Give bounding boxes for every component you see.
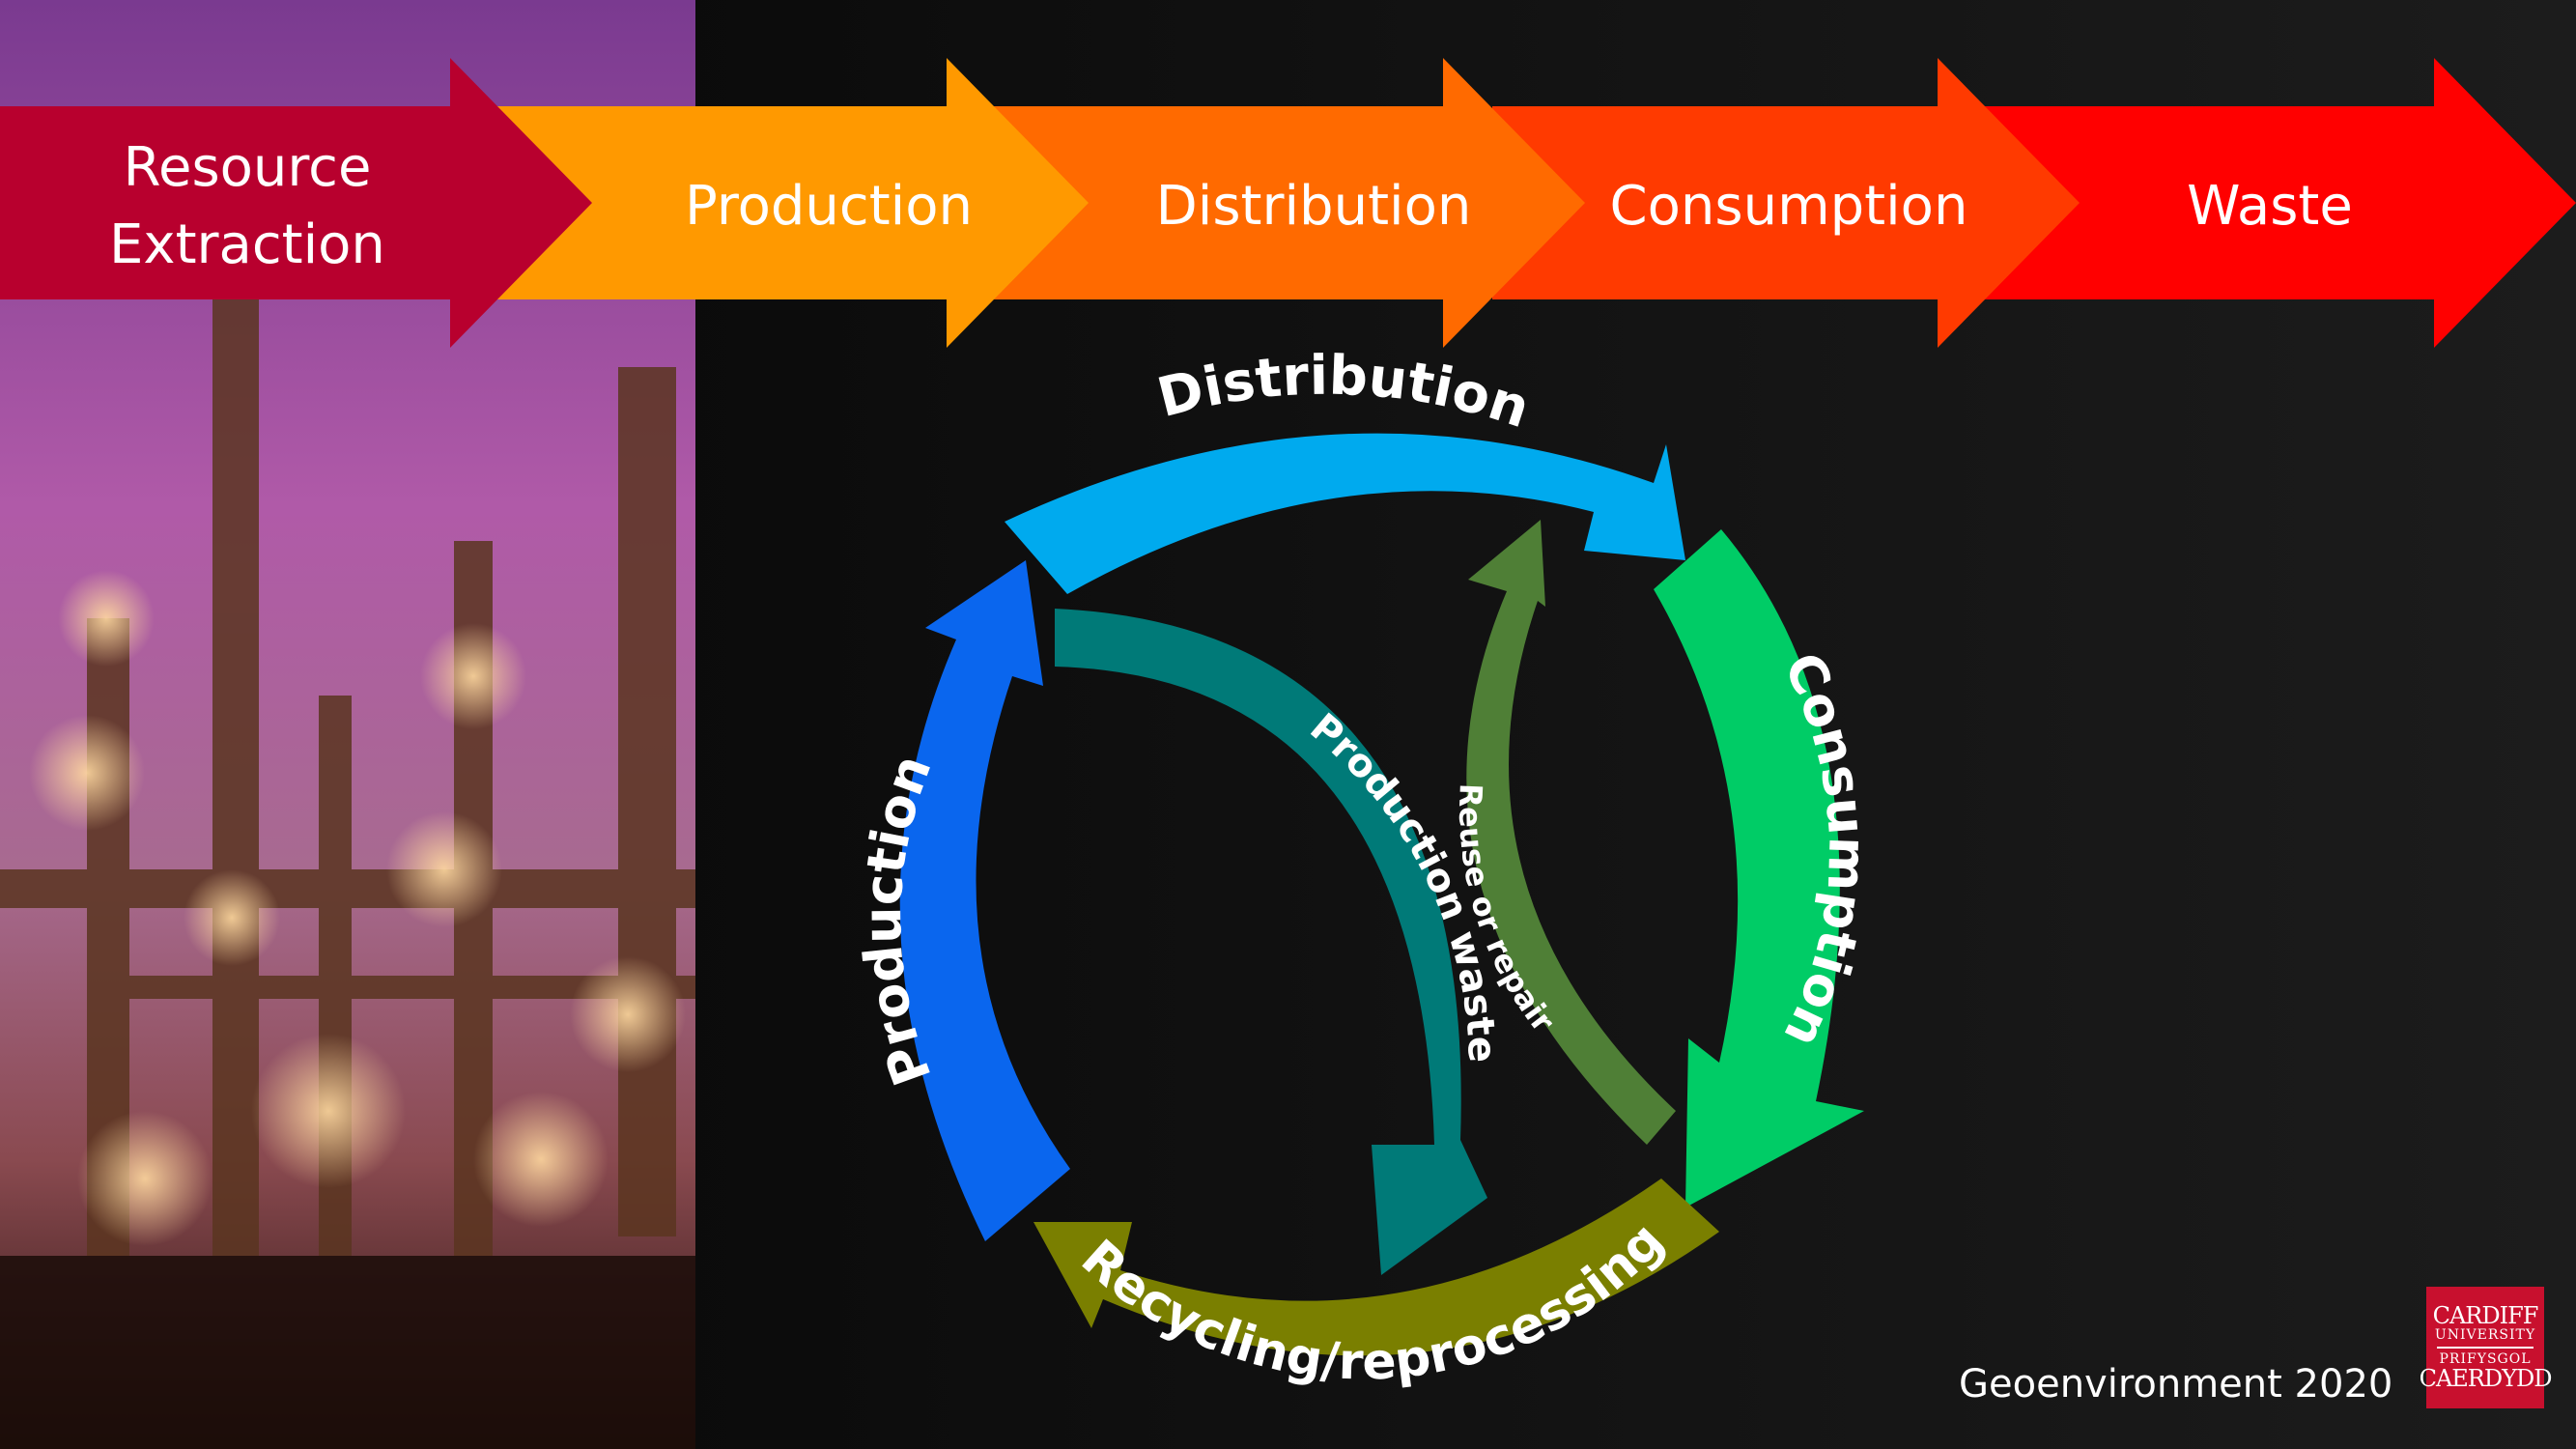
chain-label-production: Production — [685, 175, 973, 238]
chain-arrow-resource-extraction — [0, 58, 592, 348]
chain-label-resource-line2: Extraction — [109, 213, 385, 276]
logo-line4: CAERDYDD — [2419, 1364, 2553, 1392]
chain-label-waste: Waste — [2187, 175, 2353, 238]
chain-label-resource-line1: Resource — [124, 136, 372, 199]
cycle-arrow-production-waste — [1055, 609, 1487, 1275]
cycle-arrow-production — [899, 560, 1070, 1241]
chain-arrow-waste — [1980, 58, 2576, 348]
chain-arrow-consumption — [1492, 58, 2080, 348]
university-logo: CARDIFF UNIVERSITY PRIFYSGOL CAERDYDD — [2420, 1287, 2552, 1408]
cycle-arrow-consumption — [1654, 529, 1864, 1208]
cycle-arrow-reuse-or-repair — [1466, 520, 1676, 1145]
cycle-diagram: Distribution Consumption Recycling/repro… — [852, 344, 1878, 1391]
footer-text: Geoenvironment 2020 — [1959, 1362, 2393, 1406]
linear-chain: Resource Extraction Production Distribut… — [0, 58, 2576, 348]
chain-arrow-production — [495, 58, 1089, 348]
logo-line1: CARDIFF — [2432, 1302, 2539, 1330]
chain-label-consumption: Consumption — [1610, 175, 1968, 238]
cycle-arrow-distribution — [1005, 433, 1685, 594]
logo-line3: PRIFYSGOL — [2439, 1351, 2532, 1367]
chain-arrow-distribution — [990, 58, 1585, 348]
cycle-arrow-recycling — [1033, 1179, 1719, 1356]
chain-label-distribution: Distribution — [1156, 175, 1472, 238]
logo-divider — [2437, 1347, 2534, 1349]
logo-line2: UNIVERSITY — [2434, 1327, 2536, 1344]
